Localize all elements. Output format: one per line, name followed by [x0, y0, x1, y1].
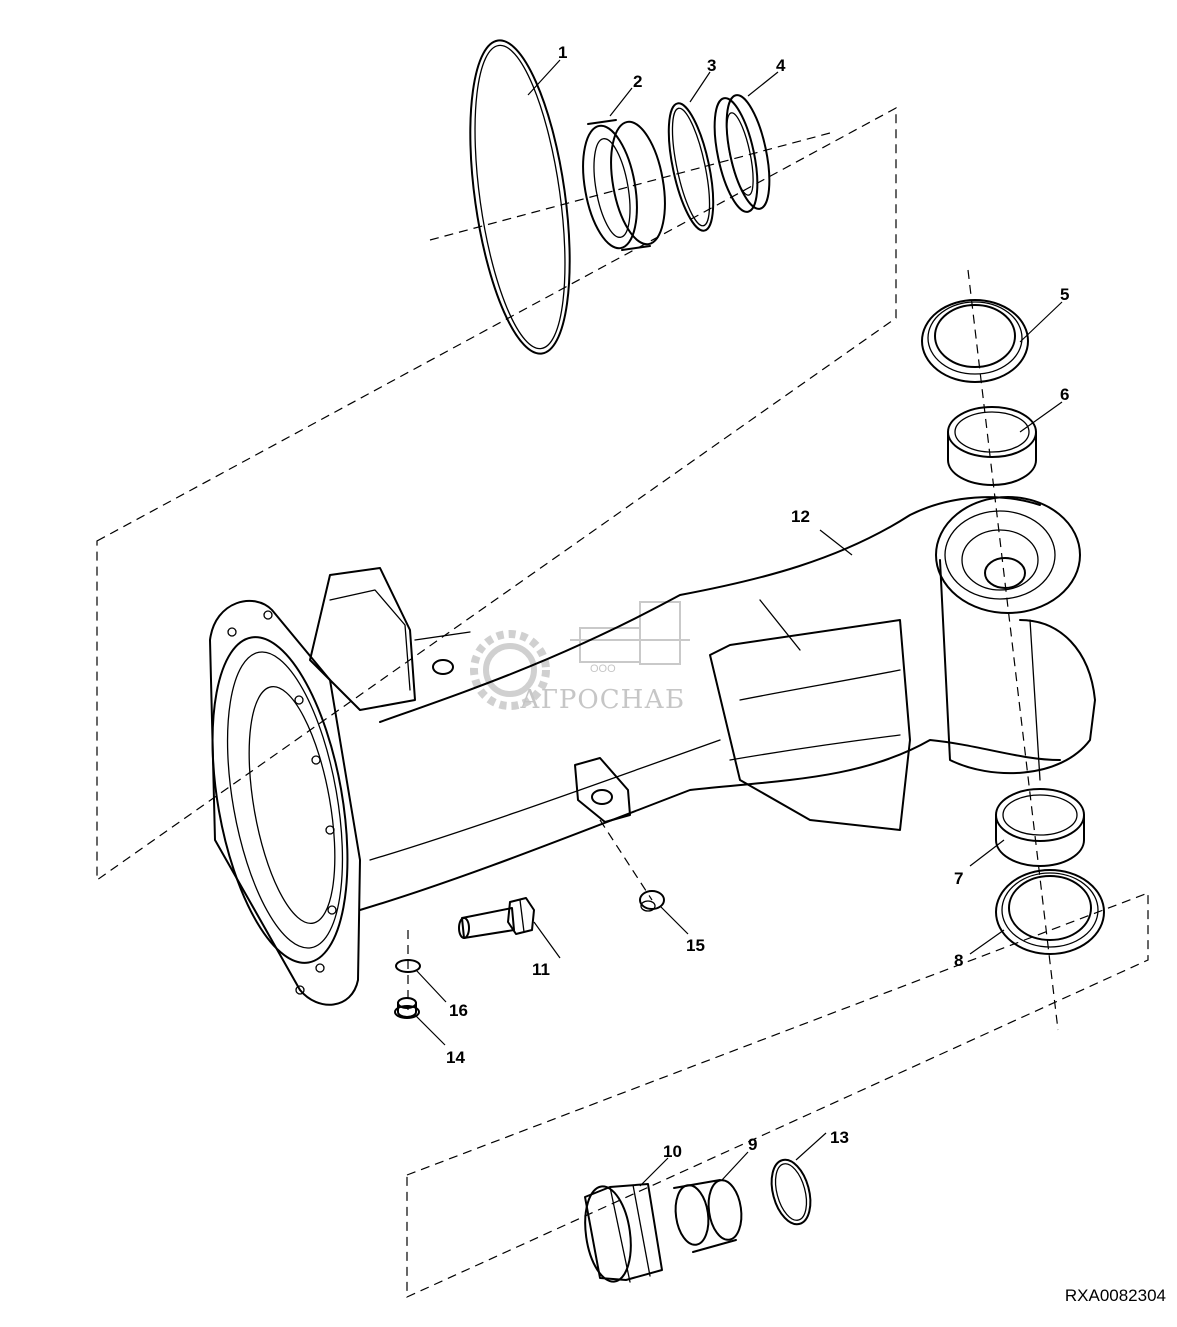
part-2-bearing-cup: [582, 119, 666, 251]
callout-labels: 1 2 3 4 5 6 7 8 9 10 11 12 13 14 15 16: [446, 43, 1069, 1161]
callout-6: 6: [1060, 385, 1069, 404]
callout-2: 2: [633, 72, 642, 91]
watermark-prefix: ООО: [590, 663, 616, 675]
callout-9: 9: [748, 1135, 757, 1154]
callout-4: 4: [776, 56, 786, 75]
callout-3: 3: [707, 56, 716, 75]
watermark: ООО АГРОСНАБ: [470, 601, 690, 715]
callout-7: 7: [954, 869, 963, 888]
part-11-bolt: [458, 897, 535, 939]
callout-8: 8: [954, 951, 963, 970]
callout-16: 16: [449, 1001, 468, 1020]
harvester-icon: [570, 601, 690, 665]
part-14-drain-plug: [394, 997, 420, 1019]
callout-12: 12: [791, 507, 810, 526]
part-13-snap-ring: [770, 1158, 812, 1226]
callout-10: 10: [663, 1142, 682, 1161]
callout-14: 14: [446, 1048, 465, 1067]
upper-group-frame: [96, 106, 897, 882]
lower-group-frame: [406, 892, 1149, 1298]
callout-5: 5: [1060, 285, 1069, 304]
part-6-kingpin-bushing: [947, 406, 1037, 486]
part-10-nut: [584, 1183, 663, 1283]
callout-1: 1: [558, 43, 567, 62]
part-5-kingpin-seal: [921, 299, 1029, 383]
leader-lines: [415, 59, 1063, 1187]
drawing-code: RXA0082304: [1065, 1286, 1166, 1305]
part-9-sleeve: [673, 1179, 743, 1253]
callout-13: 13: [830, 1128, 849, 1147]
callout-11: 11: [532, 960, 550, 979]
part-3-snap-ring: [667, 102, 715, 232]
watermark-name: АГРОСНАБ: [520, 685, 685, 715]
part-8-kingpin-seal: [995, 869, 1105, 955]
part-12-axle-housing: [209, 496, 1096, 1006]
part-15-plug: [639, 890, 665, 912]
part-16-o-ring: [395, 959, 421, 973]
callout-15: 15: [686, 936, 705, 955]
axis-line-plug: [599, 819, 653, 901]
part-1-o-ring: [469, 39, 571, 355]
part-4-seal: [713, 94, 771, 213]
axis-line-top: [429, 132, 831, 241]
axis-line-kingpin: [967, 269, 1059, 1031]
gear-icon: [470, 630, 550, 710]
part-7-kingpin-bushing: [995, 788, 1085, 867]
